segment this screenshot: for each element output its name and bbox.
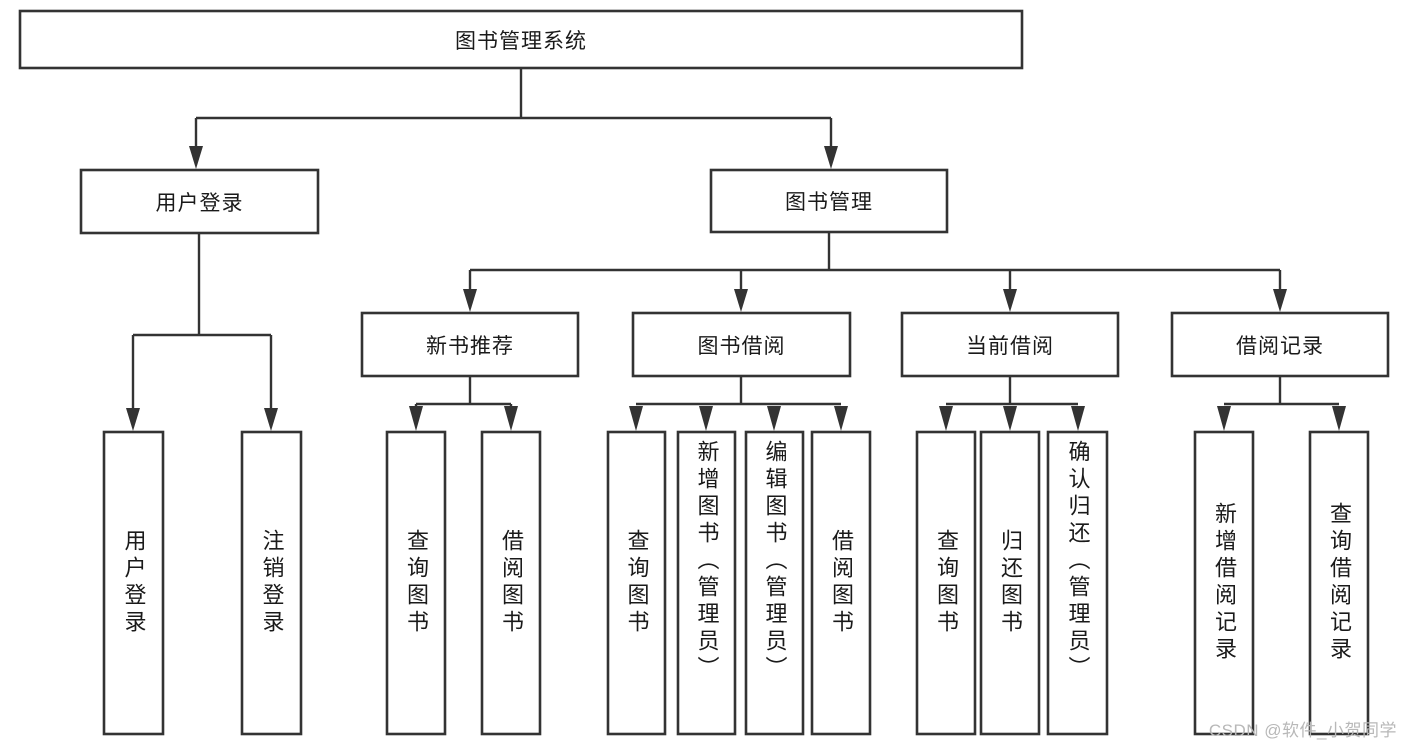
- connector-group-current-borrow: [939, 376, 1085, 431]
- node-box-leaf-2[interactable]: [240, 430, 303, 736]
- watermark-text: CSDN @软件_小贺同学: [1208, 721, 1397, 740]
- arrow-head-leaf-5: [629, 406, 643, 431]
- arrow-head-leaf-2: [264, 408, 278, 431]
- connector-group-book-borrow: [629, 376, 848, 431]
- arrow-head-leaf-3: [409, 406, 423, 431]
- node-box-leaf-12[interactable]: [1193, 430, 1255, 736]
- node-box-new-book-recommend[interactable]: [360, 311, 580, 378]
- connector-group-new-book: [409, 376, 518, 431]
- connector-group-borrow-record: [1217, 376, 1346, 431]
- node-box-leaf-9[interactable]: [915, 430, 977, 736]
- node-box-leaf-11[interactable]: [1046, 430, 1109, 736]
- arrow-head-borrow: [734, 289, 748, 312]
- arrow-head-leaf-12: [1217, 406, 1231, 431]
- arrow-head-leaf-4: [504, 406, 518, 431]
- arrow-head-user-login: [189, 146, 203, 169]
- arrow-head-leaf-8: [834, 406, 848, 431]
- node-box-borrow-record[interactable]: [1170, 311, 1390, 378]
- connector-group-user-login: [126, 233, 278, 431]
- arrow-head-new-book: [463, 289, 477, 312]
- arrow-head-book-mgmt: [824, 146, 838, 169]
- node-box-book-management[interactable]: [709, 168, 949, 234]
- node-box-leaf-10[interactable]: [979, 430, 1041, 736]
- node-box-root[interactable]: [18, 9, 1024, 70]
- arrow-head-borrow-record: [1273, 289, 1287, 312]
- node-box-book-borrow[interactable]: [631, 311, 852, 378]
- arrow-head-leaf-13: [1332, 406, 1346, 431]
- node-box-leaf-1[interactable]: [102, 430, 165, 736]
- node-box-leaf-5[interactable]: [606, 430, 667, 736]
- node-box-user-login[interactable]: [79, 168, 320, 235]
- node-box-leaf-13[interactable]: [1308, 430, 1370, 736]
- arrow-head-leaf-7: [767, 406, 781, 431]
- node-box-leaf-8[interactable]: [810, 430, 872, 736]
- arrow-head-leaf-1: [126, 408, 140, 431]
- node-box-current-borrow[interactable]: [900, 311, 1120, 378]
- arrow-head-leaf-11: [1071, 406, 1085, 431]
- node-box-leaf-3[interactable]: [385, 430, 447, 736]
- arrow-head-leaf-10: [1003, 406, 1017, 431]
- arrow-head-current-borrow: [1003, 289, 1017, 312]
- node-box-leaf-6[interactable]: [676, 430, 737, 736]
- arrow-head-leaf-6: [699, 406, 713, 431]
- connector-group-book-mgmt: [463, 232, 1287, 312]
- node-box-leaf-4[interactable]: [480, 430, 542, 736]
- node-box-leaf-7[interactable]: [744, 430, 805, 736]
- connector-group-root: [189, 68, 838, 169]
- arrow-head-leaf-9: [939, 406, 953, 431]
